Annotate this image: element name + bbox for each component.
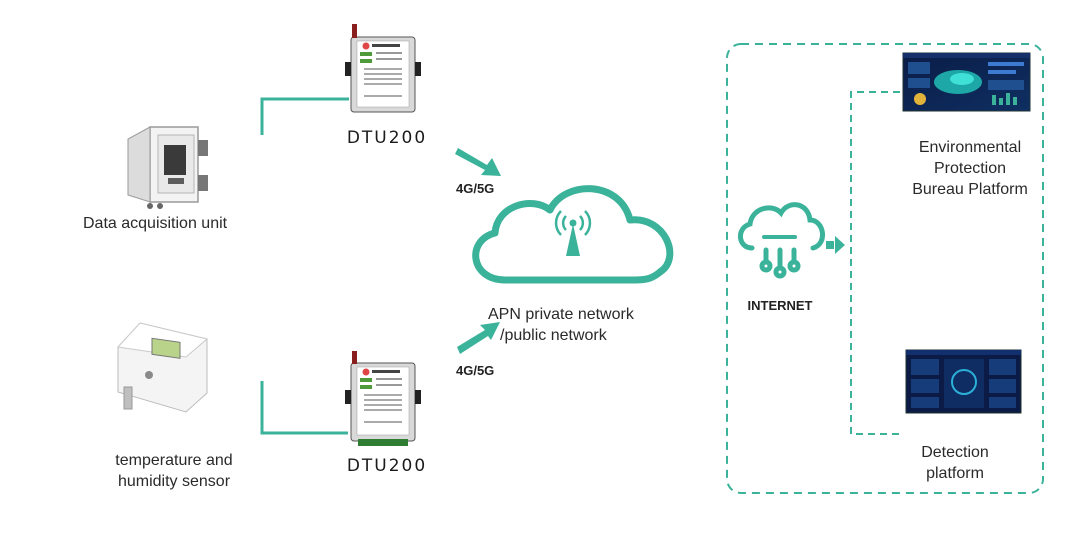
environmental-platform-label: Environmental Protection Bureau Platform: [890, 137, 1050, 200]
environmental-line1: Environmental: [918, 139, 1022, 156]
dtu-top-device: [345, 24, 421, 113]
environmental-line3: Bureau Platform: [912, 181, 1028, 198]
internet-boundary: [726, 43, 1044, 494]
environmental-line2: Protection: [933, 160, 1007, 177]
detection-line1: Detection: [921, 444, 989, 461]
dtu-top-name: DTU200: [346, 128, 428, 148]
arrow-right-icon: [826, 236, 845, 254]
acquisition-link-line: [260, 97, 349, 135]
arrow-bottom-icon: [457, 322, 500, 354]
sensor-label: temperature and humidity sensor: [98, 450, 250, 492]
band-label-top: 4G/5G: [456, 181, 495, 196]
detection-line2: platform: [926, 465, 984, 482]
dashboard-screen-icon: [902, 52, 1031, 112]
cloud-antenna-icon: [472, 185, 674, 284]
cabinet-icon: [127, 126, 208, 209]
dtu-bottom-name: DTU200: [346, 456, 428, 476]
dashboard-screen-icon: [905, 349, 1022, 414]
detection-platform-label: Detection platform: [890, 442, 1020, 484]
sensor-link-line: [260, 381, 348, 435]
cloud-label: APN private network /public network: [488, 304, 668, 346]
sensor-label-line2: humidity sensor: [117, 473, 231, 490]
acquisition-label: Data acquisition unit: [83, 215, 228, 232]
band-label-bottom: 4G/5G: [456, 363, 495, 378]
network-hub-icon: [738, 202, 825, 279]
cloud-label-line2: /public network: [500, 327, 607, 344]
arrow-top-icon: [455, 148, 501, 176]
platform-link-line: [850, 91, 902, 435]
dtu-bottom-device: [345, 351, 421, 446]
sensor-label-line1: temperature and: [115, 452, 233, 469]
thermo-hygrometer-icon: [116, 322, 209, 413]
internet-label: INTERNET: [747, 298, 813, 313]
cloud-label-line1: APN private network: [488, 306, 634, 323]
